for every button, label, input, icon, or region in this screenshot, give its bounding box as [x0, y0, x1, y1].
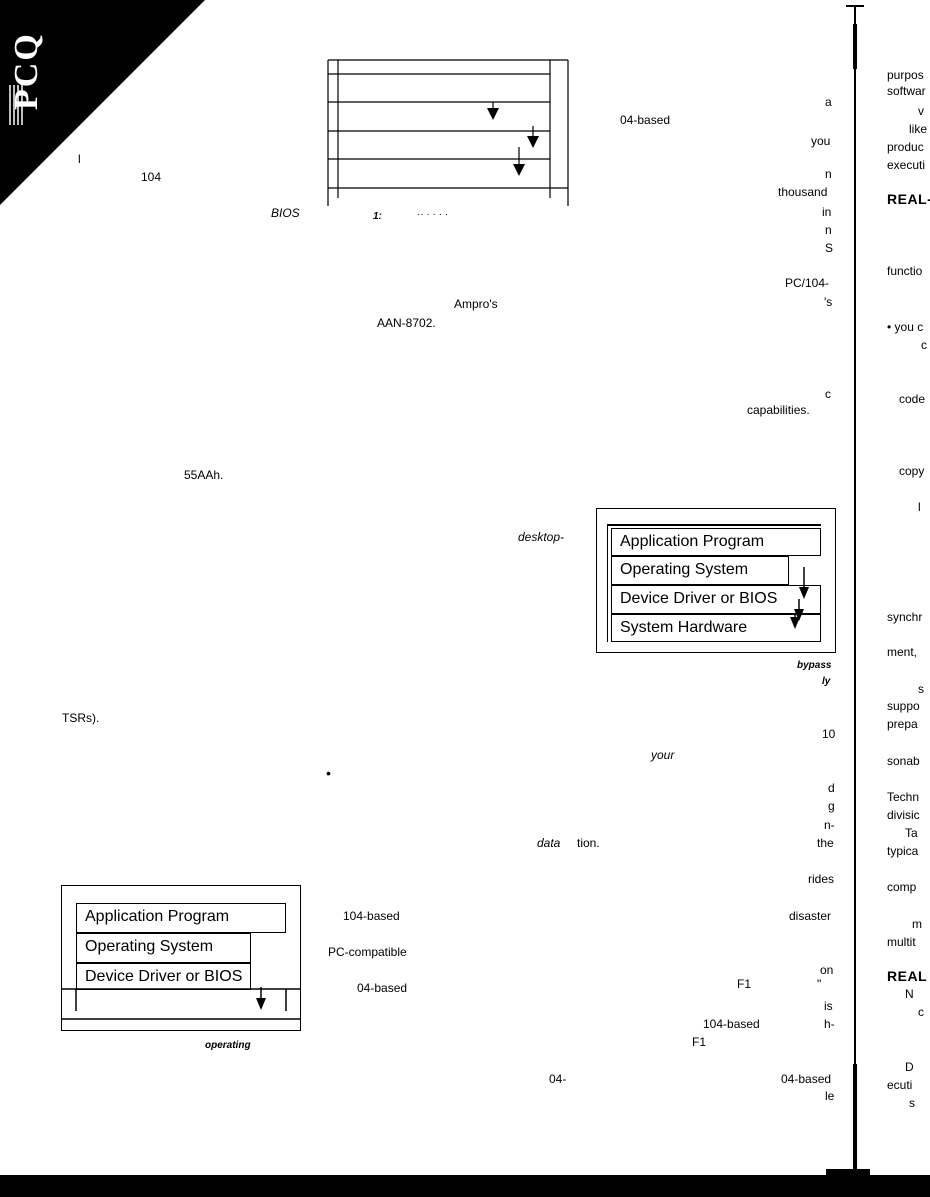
column-rule — [846, 5, 864, 1189]
middle-frag-1: desktop- — [518, 530, 565, 544]
figure-2-caption-part-2: ly — [822, 676, 831, 687]
left-frag-1: l — [78, 152, 81, 166]
figure-3-frame — [61, 885, 301, 1031]
far-right-heading-1: REAL- — [887, 191, 930, 207]
left-frag-6: 55AAh. — [184, 468, 224, 482]
middle-frag-7: PC-compatible — [328, 945, 407, 959]
far-right-frag-25: m — [912, 917, 922, 931]
far-right-frag-20: Techn — [887, 790, 920, 804]
figure-2-frame — [596, 508, 836, 653]
figure-3-caption: operating — [205, 1040, 251, 1051]
right-frag-3: you — [811, 134, 831, 148]
far-right-heading-2: REAL — [887, 968, 928, 984]
figure-2-arrows — [790, 567, 809, 629]
far-right-frag-29: c — [918, 1005, 924, 1019]
right-frag-4: n — [825, 167, 832, 181]
far-right-frag-32: s — [909, 1096, 915, 1110]
far-right-frag-30: D — [905, 1060, 914, 1074]
right-frag-1: a — [825, 95, 832, 109]
left-frag-7: TSRs). — [62, 711, 100, 725]
far-right-frag-8: functio — [887, 264, 923, 278]
far-right-frag-13: l — [918, 500, 921, 514]
far-right-frag-31: ecuti — [887, 1078, 913, 1092]
right-frag-6: in — [822, 205, 832, 219]
far-right-frag-6: executi — [887, 158, 926, 172]
right-frag-10: 's — [824, 295, 833, 309]
right-frag-28: le — [825, 1089, 835, 1103]
right-frag-11: c — [825, 387, 831, 401]
far-right-frag-12: copy — [899, 464, 925, 478]
far-right-frag-1: purpos — [887, 68, 924, 82]
right-frag-17: the — [817, 836, 834, 850]
right-frag-9: PC/104- — [785, 276, 830, 290]
far-right-frag-10: c — [921, 338, 927, 352]
far-right-frag-2: softwar — [887, 84, 926, 98]
right-frag-20: on — [820, 963, 834, 977]
figure-2-layer-os: Operating System — [611, 556, 789, 585]
right-frag-27: 04-based — [781, 1072, 832, 1086]
right-frag-15: g — [828, 799, 835, 813]
middle-frag-5: tion. — [577, 836, 600, 850]
figure-1-caption-rest: ·· · · · · — [417, 209, 449, 220]
figure-3-layer-driver: Device Driver or BIOS — [76, 963, 251, 990]
left-frag-5: AAN-8702. — [377, 316, 436, 330]
bottom-bar-notch — [826, 1169, 870, 1175]
left-frag-2: 104 — [141, 170, 162, 184]
far-right-frag-21: divisic — [887, 808, 920, 822]
figure-2-layer-driver: Device Driver or BIOS — [611, 585, 821, 614]
far-right-frag-11: code — [899, 392, 926, 406]
far-right-frag-4: like — [909, 122, 928, 136]
middle-frag-2: your — [651, 748, 675, 762]
far-right-frag-14: synchr — [887, 610, 923, 624]
right-frag-14: d — [828, 781, 835, 795]
left-frag-4: Ampro's — [454, 297, 498, 311]
right-frag-24: 104-based — [703, 1017, 760, 1031]
middle-frag-6: 104-based — [343, 909, 400, 923]
right-frag-2: 04-based — [620, 113, 671, 127]
right-frag-18: rides — [808, 872, 835, 886]
figure-2-inner-frame — [607, 524, 821, 642]
right-frag-8: S — [825, 241, 834, 255]
far-right-frag-22: Ta — [905, 826, 918, 840]
far-right-frag-24: comp — [887, 880, 917, 894]
right-frag-16: n- — [824, 818, 835, 832]
far-right-frag-26: multit — [887, 935, 916, 949]
figure-2-caption-part-1: bypass — [797, 660, 832, 671]
right-frag-23: is — [824, 999, 833, 1013]
figure-3-lower-lines — [61, 987, 301, 1020]
bottom-bar — [0, 1175, 930, 1197]
right-frag-19: disaster — [789, 909, 832, 923]
logo-text: PCQ — [8, 32, 45, 110]
far-right-frag-3: v — [918, 104, 924, 118]
far-right-frag-19: sonab — [887, 754, 920, 768]
far-right-frag-17: suppo — [887, 699, 920, 713]
figure-1-caption-number: 1: — [373, 211, 382, 222]
figure-1-diagram — [327, 59, 569, 206]
right-frag-26: F1 — [692, 1035, 707, 1049]
far-right-frag-5: produc — [887, 140, 924, 154]
right-frag-12: capabilities. — [747, 403, 810, 417]
left-frag-3: BIOS — [271, 206, 300, 220]
middle-frag-9: 04- — [549, 1072, 567, 1086]
masthead-logo — [0, 0, 205, 205]
right-frag-7: n — [825, 223, 832, 237]
right-frag-22: " — [817, 977, 822, 991]
middle-frag-3: • — [326, 765, 331, 781]
right-frag-21: F1 — [737, 977, 752, 991]
figure-3-layer-os: Operating System — [76, 933, 251, 963]
far-right-frag-23: typica — [887, 844, 919, 858]
figure-2-layer-application: Application Program — [611, 528, 821, 556]
far-right-frag-16: s — [918, 682, 924, 696]
figure-3-layer-application: Application Program — [76, 903, 286, 933]
far-right-frag-9: • you c — [887, 320, 924, 334]
right-frag-5: thousand — [778, 185, 828, 199]
far-right-frag-28: N — [905, 987, 914, 1001]
far-right-frag-18: prepa — [887, 717, 918, 731]
right-frag-25: h- — [824, 1017, 835, 1031]
far-right-frag-15: ment, — [887, 645, 918, 659]
middle-frag-8: 04-based — [357, 981, 408, 995]
right-frag-13: 10 — [822, 727, 836, 741]
middle-frag-4: data — [537, 836, 561, 850]
figure-2-layer-hardware: System Hardware — [611, 614, 821, 642]
